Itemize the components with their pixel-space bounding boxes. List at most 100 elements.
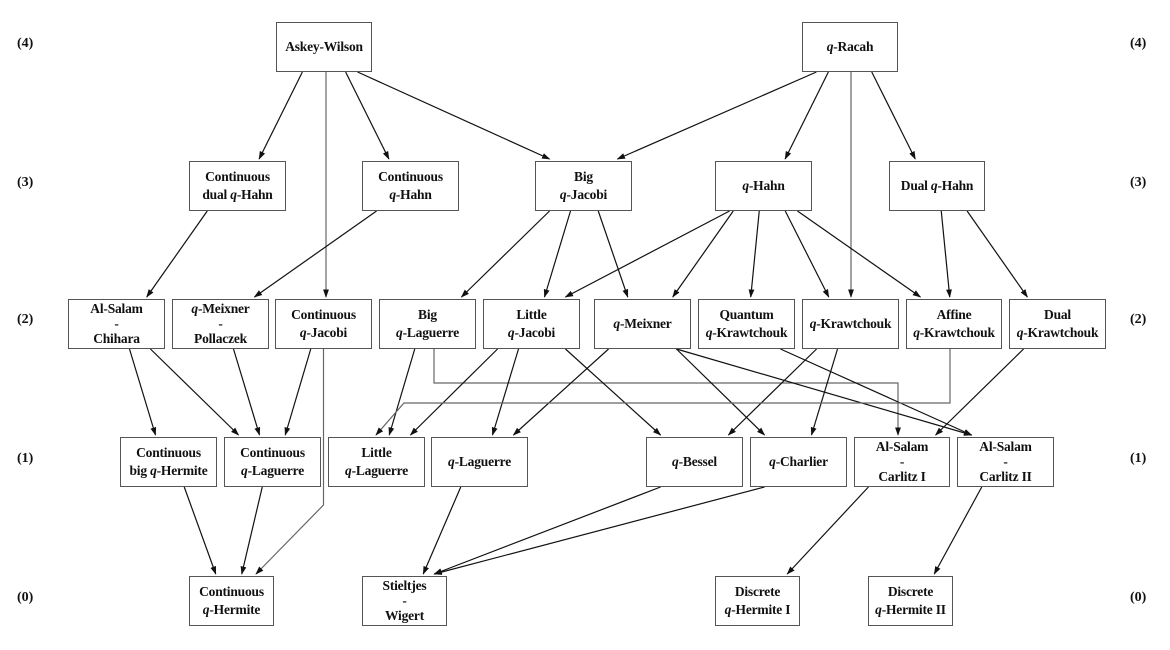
node-label-line: q-Hermite II bbox=[875, 602, 946, 617]
node-label-line: q-Krawtchouk bbox=[809, 315, 892, 331]
node-label-line: Carlitz I bbox=[878, 469, 926, 485]
node-continuous-dual-q-hahn: Continuous dual q-Hahn bbox=[189, 161, 286, 211]
node-label-line: Big bbox=[418, 306, 437, 322]
edge-little-q-jacobi-to-q-bessel bbox=[565, 348, 662, 436]
node-label-line: Dual q-Hahn bbox=[900, 177, 974, 193]
edge-cont-q-laguerre-to-cont-q-hermite bbox=[240, 486, 263, 575]
edge-big-q-jacobi-to-little-q-jacobi bbox=[543, 210, 572, 298]
node-label-line: Continuous bbox=[199, 583, 264, 599]
edge-al-salam-chihara-to-cont-q-laguerre bbox=[150, 348, 240, 436]
node-label-line: Quantum bbox=[719, 306, 774, 322]
node-label-line: - bbox=[899, 453, 905, 469]
edge-big-q-jacobi-to-big-q-laguerre bbox=[460, 210, 550, 298]
node-label-line: Big bbox=[574, 168, 593, 184]
edge-q-hahn-to-q-krawtchouk bbox=[784, 210, 830, 298]
node-label-line: Al-Salam bbox=[979, 438, 1032, 454]
node-q-krawtchouk: q-Krawtchouk bbox=[802, 299, 899, 349]
node-label-line: Stieltjes bbox=[382, 577, 427, 593]
node-al-salam-carlitz-1: Al-Salam-Carlitz I bbox=[854, 437, 950, 487]
node-label-line: q-Hahn bbox=[389, 187, 432, 202]
node-label-line: q-Krawtchouk bbox=[913, 325, 995, 340]
node-label-line: Wigert bbox=[384, 608, 425, 624]
node-label-line: q-Laguerre bbox=[396, 325, 459, 340]
node-label-line: q-Laguerre bbox=[241, 463, 304, 478]
node-label-line: - bbox=[114, 315, 119, 331]
node-dual-q-hahn: Dual q-Hahn bbox=[889, 161, 985, 211]
edge-affine-q-krawtchouk-to-little-q-laguerre bbox=[375, 349, 951, 436]
node-label-line: q-Jacobi bbox=[507, 325, 556, 340]
level-label-2-right: (2) bbox=[1130, 312, 1147, 327]
node-label-line: Dual bbox=[1044, 306, 1071, 322]
edge-cont-q-jacobi-to-cont-q-hermite bbox=[255, 349, 325, 575]
node-big-q-jacobi: Big q-Jacobi bbox=[535, 161, 632, 211]
node-discrete-q-hermite-2: Discrete q-Hermite II bbox=[868, 576, 953, 626]
edge-q-krawtchouk-to-q-charlier bbox=[810, 348, 839, 436]
level-label-0-left: (0) bbox=[17, 590, 34, 605]
level-label-2-left: (2) bbox=[17, 312, 34, 327]
level-label-1-right: (1) bbox=[1130, 451, 1147, 466]
node-label-line: q-Hermite bbox=[202, 602, 261, 617]
level-label-3-left: (3) bbox=[17, 175, 34, 190]
node-label-line: dual q-Hahn bbox=[202, 187, 273, 202]
node-label-line: q-Jacobi bbox=[299, 325, 348, 340]
node-label-line: - bbox=[1003, 453, 1008, 469]
node-label-line: - bbox=[402, 592, 407, 608]
node-al-salam-carlitz-2: Al-Salam-Carlitz II bbox=[957, 437, 1054, 487]
node-label-line: q-Hermite I bbox=[724, 602, 791, 617]
edge-q-meixner-to-q-laguerre bbox=[512, 348, 609, 436]
edge-askey-wilson-to-cont-dual-q-hahn bbox=[258, 71, 303, 160]
node-label-line: Discrete bbox=[887, 583, 934, 599]
node-label-line: q-Racah bbox=[826, 38, 874, 54]
edge-q-racah-to-q-hahn bbox=[784, 71, 829, 160]
node-label-line: q-Bessel bbox=[672, 453, 717, 469]
node-label-line: - bbox=[218, 315, 223, 331]
edge-cont-q-jacobi-to-cont-q-laguerre bbox=[284, 348, 312, 436]
edge-askey-wilson-to-cont-q-hahn bbox=[345, 71, 390, 160]
level-label-0-right: (0) bbox=[1130, 590, 1147, 605]
edge-cont-dual-q-hahn-to-al-salam-chihara bbox=[146, 210, 208, 298]
edge-big-q-laguerre-to-al-salam-carlitz-1 bbox=[433, 349, 901, 436]
node-q-hahn: q-Hahn bbox=[715, 161, 812, 211]
edge-big-q-laguerre-to-little-q-laguerre bbox=[388, 348, 416, 436]
node-label-line: Continuous bbox=[205, 168, 270, 184]
edge-cont-q-hahn-to-q-meixner-pollaczek bbox=[253, 210, 377, 298]
node-label-line: q-Krawtchouk bbox=[1016, 325, 1099, 340]
edge-q-hahn-to-quantum-q-krawtchouk bbox=[748, 210, 760, 298]
edge-q-racah-to-big-q-jacobi bbox=[616, 71, 817, 160]
edge-dual-q-krawtchouk-to-al-salam-carlitz-1 bbox=[934, 348, 1024, 436]
node-al-salam-chihara: Al-Salam-Chihara bbox=[68, 299, 165, 349]
node-q-bessel: q-Bessel bbox=[646, 437, 743, 487]
node-label-line: Little bbox=[361, 444, 392, 460]
edge-al-salam-chihara-to-cont-big-q-hermite bbox=[128, 348, 157, 436]
edge-askey-wilson-to-big-q-jacobi bbox=[357, 71, 551, 160]
node-q-charlier: q-Charlier bbox=[750, 437, 847, 487]
edge-q-hahn-to-little-q-jacobi bbox=[564, 210, 730, 298]
node-stieltjes-wigert: Stieltjes-Wigert bbox=[362, 576, 447, 626]
node-label-line: Al-Salam bbox=[90, 300, 143, 316]
node-label-line: q-Meixner bbox=[613, 315, 672, 331]
node-label-line: q-Laguerre bbox=[345, 463, 408, 478]
node-label-line: Chihara bbox=[93, 331, 140, 347]
node-label-line: Continuous bbox=[291, 306, 356, 322]
node-label-line: Continuous bbox=[136, 444, 201, 460]
edge-q-laguerre-to-stieltjes-wigert bbox=[422, 486, 462, 575]
node-label-line: Little bbox=[516, 306, 547, 322]
edge-q-charlier-to-stieltjes-wigert bbox=[433, 486, 765, 575]
edge-q-racah-to-dual-q-hahn bbox=[871, 71, 916, 160]
level-label-3-right: (3) bbox=[1130, 175, 1147, 190]
edge-q-bessel-to-stieltjes-wigert bbox=[433, 486, 661, 575]
node-label-line: q-Laguerre bbox=[448, 453, 511, 469]
edge-al-salam-carlitz-1-to-discrete-q-hermite-1 bbox=[786, 486, 869, 575]
edge-q-krawtchouk-to-q-bessel bbox=[727, 348, 817, 436]
node-label-line: Carlitz II bbox=[979, 469, 1032, 485]
edge-dual-q-hahn-to-dual-q-krawtchouk bbox=[966, 210, 1028, 298]
edge-cont-big-q-hermite-to-cont-q-hermite bbox=[183, 486, 217, 575]
node-q-laguerre: q-Laguerre bbox=[431, 437, 528, 487]
node-label-line: q-Jacobi bbox=[559, 187, 608, 202]
level-label-4-left: (4) bbox=[17, 36, 34, 51]
